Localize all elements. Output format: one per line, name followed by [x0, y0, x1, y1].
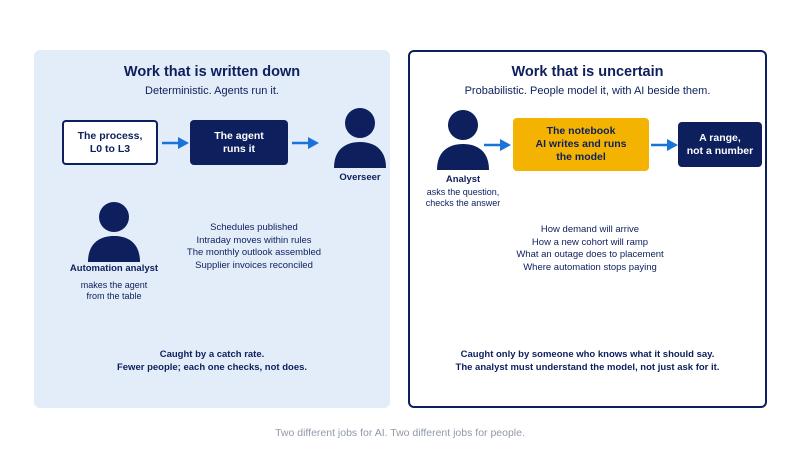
list-item: What an outage does to placement	[516, 249, 664, 260]
analyst-description: asks the question, checks the answer	[410, 187, 516, 209]
description-line: asks the question,	[426, 187, 500, 197]
process-box-label: The process, L0 to L3	[77, 129, 143, 155]
list-item: Supplier invoices reconciled	[195, 259, 313, 271]
list-item: Where automation stops paying	[523, 261, 657, 273]
agent-box-label: The agent runs it	[214, 129, 264, 155]
automation-analyst-description: makes the agent from the table	[54, 280, 174, 302]
panel-footer: Caught by a catch rate. Fewer people; ea…	[34, 348, 390, 374]
footer-line: Caught only by someone who knows what it…	[460, 349, 715, 360]
arrow-right-icon	[651, 139, 678, 151]
panel-footer: Caught only by someone who knows what it…	[410, 348, 765, 374]
notebook-box-label: The notebook AI writes and runs the mode…	[535, 125, 627, 163]
process-box: The process, L0 to L3	[62, 120, 158, 165]
panel-title: Work that is written down	[123, 64, 301, 80]
panel-subtitle: Probabilistic. People model it, with AI …	[464, 85, 711, 97]
arrow-right-icon	[162, 137, 189, 149]
uncertain-question-list: How demand will arrive How a new cohort …	[490, 224, 690, 274]
range-box-label: A range, not a number	[686, 131, 754, 157]
arrow-right-icon	[484, 139, 511, 151]
deterministic-panel: Work that is written down Deterministic.…	[34, 50, 390, 408]
description-line: checks the answer	[425, 198, 501, 208]
list-item: Schedules published	[210, 222, 298, 233]
probabilistic-panel: Work that is uncertain Probabilistic. Pe…	[408, 50, 767, 408]
overseer-person-icon	[334, 108, 386, 168]
list-item: The monthly outlook assembled	[186, 247, 322, 258]
list-item: Intraday moves within rules	[196, 234, 312, 246]
automation-analyst-person-icon	[88, 202, 140, 262]
overseer-label: Overseer	[339, 172, 381, 183]
automation-analyst-label: Automation analyst	[69, 263, 159, 274]
figure-caption: Two different jobs for AI. Two different…	[275, 427, 525, 439]
footer-line: The analyst must understand the model, n…	[455, 362, 720, 373]
panel-title: Work that is uncertain	[511, 64, 664, 80]
list-item: How demand will arrive	[540, 224, 640, 235]
list-item: How a new cohort will ramp	[531, 236, 649, 248]
agent-box: The agent runs it	[190, 120, 288, 165]
arrow-right-icon	[292, 137, 319, 149]
footer-line: Caught by a catch rate.	[159, 349, 265, 360]
description-line: from the table	[86, 291, 142, 301]
footer-line: Fewer people; each one checks, not does.	[116, 362, 308, 373]
notebook-box: The notebook AI writes and runs the mode…	[513, 118, 649, 171]
panel-subtitle: Deterministic. Agents run it.	[145, 85, 279, 97]
description-line: makes the agent	[80, 280, 148, 290]
range-box: A range, not a number	[678, 122, 762, 167]
deterministic-task-list: Schedules published Intraday moves withi…	[174, 222, 334, 272]
analyst-label: Analyst	[445, 174, 481, 185]
analyst-person-icon	[437, 110, 489, 170]
